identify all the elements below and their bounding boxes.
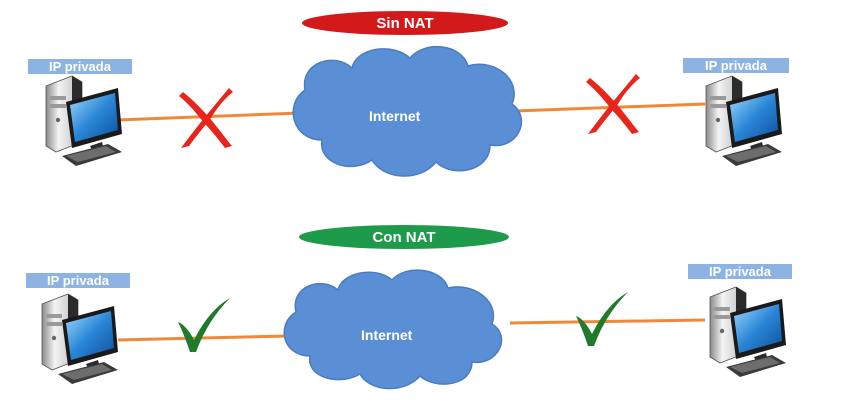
title-oval [302,11,508,35]
left-host-label: IP privada [28,59,132,74]
left-host-label: IP privada [26,273,130,288]
computer-icon [41,293,119,385]
red-cross-icon [179,88,233,148]
right-host-label: IP privada [688,264,792,279]
link-right-bottom [509,318,706,325]
right-host-label: IP privada [683,58,789,73]
red-cross-icon [586,74,640,134]
internet-label: Internet [369,108,421,124]
with-nat-title: Con NAT [298,224,510,250]
internet-label: Internet [361,327,413,343]
title-oval [299,225,509,249]
computer-icon [709,286,787,378]
link-left-bottom [117,334,289,342]
without-nat-title: Sin NAT [301,10,509,36]
cloud-icon [283,269,503,390]
cloud-icon [292,45,523,177]
green-check-icon [576,292,628,346]
without-nat-title-label: Sin NAT [376,14,434,32]
green-check-icon [178,298,230,352]
computer-icon [705,75,783,167]
with-nat-title-label: Con NAT [372,228,436,246]
computer-icon [45,75,123,167]
